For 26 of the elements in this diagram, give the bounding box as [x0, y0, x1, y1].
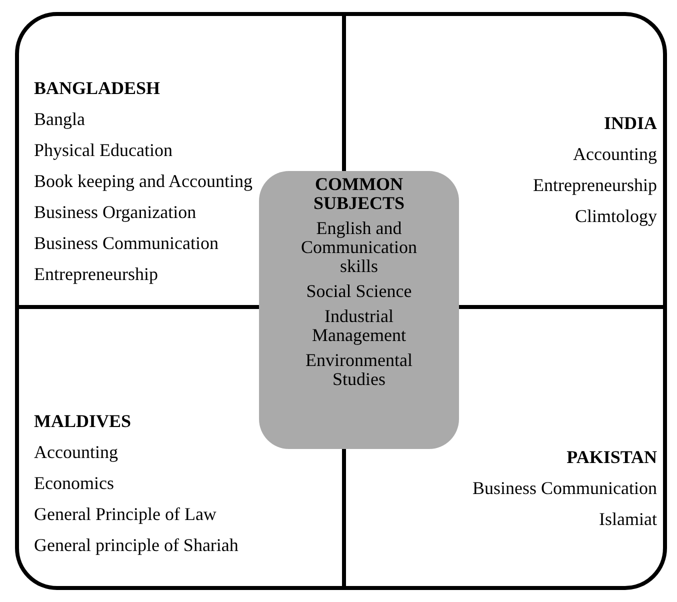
subject-text: General principle of Shariah — [34, 535, 238, 555]
subject-text: English and Communication skills — [300, 219, 418, 276]
subject-text: Business Communication — [34, 233, 218, 253]
subject-text: Islamiat — [599, 509, 657, 529]
subject-text: Accounting — [573, 144, 657, 164]
subject-text: Business Communication — [472, 478, 657, 498]
subject-text: Business Organization — [34, 202, 196, 222]
heading: BANGLADESH — [34, 78, 160, 98]
subject-text: Climtology — [574, 206, 657, 226]
subject-text: Bangla — [34, 109, 85, 129]
subject-text: Accounting — [34, 442, 118, 462]
heading: PAKISTAN — [566, 447, 657, 467]
subject-text: Environmental Studies — [304, 351, 414, 389]
subject-text: Economics — [34, 473, 114, 493]
heading: COMMON SUBJECTS — [312, 175, 406, 213]
subject-text: General Principle of Law — [34, 504, 216, 524]
heading: INDIA — [604, 113, 657, 133]
rounded-frame — [15, 12, 667, 590]
rounded-box — [259, 171, 459, 449]
subject-text: Social Science — [306, 282, 412, 301]
subject-text: Physical Education — [34, 140, 172, 160]
subject-text: Industrial Management — [311, 307, 407, 345]
heading: MALDIVES — [34, 411, 132, 431]
subject-text: Book keeping and Accounting — [34, 171, 252, 191]
subject-text: Entrepreneurship — [34, 264, 158, 284]
subject-text: Entrepreneurship — [533, 175, 657, 195]
